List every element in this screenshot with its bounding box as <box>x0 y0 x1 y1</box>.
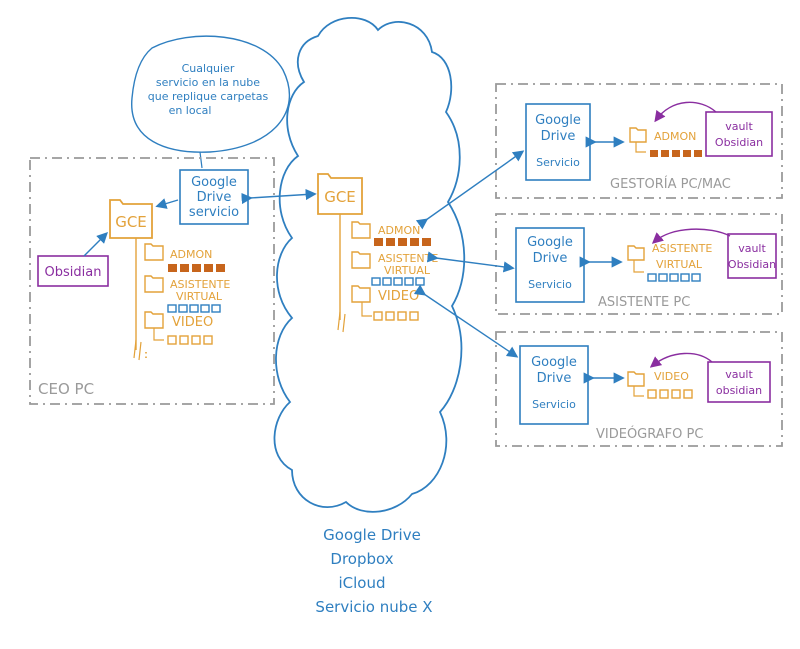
asistente-service-line-1: Google <box>527 235 573 250</box>
asistente-pc-label: ASISTENTE PC <box>598 295 690 310</box>
asistente-vault-box <box>727 233 777 279</box>
cloud-caption-1: Google Drive <box>323 526 421 544</box>
asistente-service-line-3: Servicio <box>528 278 572 291</box>
cloud-gce-folder-icon <box>317 173 363 215</box>
gestoria-vault-line-1: vault <box>725 120 753 133</box>
gestoria-service-line-1: Google <box>535 113 581 128</box>
asistente-folder-label: ASISTENTE <box>652 242 712 255</box>
gestoria-service-line-2: Drive <box>541 129 576 144</box>
ceo-obsidian-label: Obsidian <box>45 265 102 280</box>
ceo-admon-files <box>168 264 225 272</box>
ceo-pc-group: CEO PC Google Drive servicio GCE ADMON A… <box>29 157 275 405</box>
asistente-folder-icon <box>627 245 645 261</box>
ceo-service-arrow <box>155 198 179 209</box>
asistente-files <box>647 273 701 282</box>
cloud-asistente-folder-icon <box>351 251 371 269</box>
asistente-vault-line-2: Obsidian <box>728 258 776 271</box>
ceo-asistente-label: ASISTENTE <box>170 278 230 291</box>
bubble-line-1: Cualquier <box>182 62 235 75</box>
speech-bubble: Cualquier servicio en la nube que repliq… <box>131 35 291 169</box>
ceo-gce-folder-icon <box>109 199 153 239</box>
asistente-pc-group: ASISTENTE PC Google Drive Servicio ASIST… <box>495 213 783 315</box>
cloud-asistente-label: ASISTENTE <box>378 252 438 265</box>
videografo-vault-line-2: obsidian <box>716 384 762 397</box>
cloud-gestoria-sync-arrow <box>415 150 525 230</box>
cloud-video-folder-icon <box>351 285 371 303</box>
cloud-caption-2: Dropbox <box>330 550 393 568</box>
ceo-obsidian-arrow <box>83 232 108 257</box>
videografo-vault-box <box>707 361 771 403</box>
cloud-videografo-sync-arrow <box>413 284 519 358</box>
gestoria-folder-label: ADMON <box>654 130 696 143</box>
ceo-asistente-folder-icon <box>144 275 164 293</box>
ceo-pc-label: CEO PC <box>38 380 94 398</box>
cloud-admon-files <box>374 238 431 246</box>
cloud-virtual-label: VIRTUAL <box>384 264 431 277</box>
ceo-service-line-2: Drive <box>197 190 232 205</box>
videografo-pc-label: VIDEÓGRAFO PC <box>596 426 703 442</box>
gestoria-pc-label: GESTORÍA PC/MAC <box>610 176 731 192</box>
videografo-pc-group: VIDEÓGRAFO PC Google Drive Servicio VIDE… <box>495 331 783 447</box>
ceo-gce-label: GCE <box>115 213 147 231</box>
videografo-files <box>647 389 693 399</box>
videografo-folder-icon <box>627 371 645 387</box>
bubble-line-4: en local <box>169 104 212 117</box>
asistente-service-line-2: Drive <box>533 251 568 266</box>
ceo-video-folder-icon <box>144 311 164 329</box>
videografo-service-line-1: Google <box>531 355 577 370</box>
gestoria-vault-box <box>705 111 773 157</box>
gestoria-folder-icon <box>629 127 647 143</box>
gestoria-service-line-3: Servicio <box>536 156 580 169</box>
ceo-admon-folder-icon <box>144 243 164 261</box>
cloud-asistente-files <box>371 277 425 286</box>
cloud-asistente-sync-arrow <box>426 251 515 273</box>
ceo-service-line-1: Google <box>191 175 237 190</box>
cloud-outline <box>273 17 466 513</box>
cloud-video-files <box>373 311 419 321</box>
videografo-service-line-3: Servicio <box>532 398 576 411</box>
ceo-obsidian-box <box>37 255 109 287</box>
cloud-group: GCE ADMON ASISTENTE VIRTUAL VIDEO <box>273 17 466 616</box>
gestoria-pc-group: GESTORÍA PC/MAC Google Drive Servicio AD… <box>495 83 783 199</box>
videografo-folder-label: VIDEO <box>654 370 689 383</box>
videografo-service-line-2: Drive <box>537 371 572 386</box>
ceo-video-files <box>167 335 213 345</box>
videografo-drive-service-box <box>519 345 589 425</box>
cloud-admon-folder-icon <box>351 221 371 239</box>
ceo-cloud-sync-arrow <box>241 188 317 205</box>
ceo-admon-label: ADMON <box>170 248 212 261</box>
asistente-folder-label-2: VIRTUAL <box>656 258 703 271</box>
ceo-virtual-label: VIRTUAL <box>176 290 223 303</box>
asistente-vault-line-1: vault <box>738 242 766 255</box>
ceo-video-label: VIDEO <box>172 315 213 330</box>
gestoria-vault-line-2: Obsidian <box>715 136 763 149</box>
cloud-admon-label: ADMON <box>378 224 420 237</box>
cloud-caption-3: iCloud <box>338 574 385 592</box>
ceo-service-line-3: servicio <box>189 205 239 220</box>
cloud-caption-4: Servicio nube X <box>315 598 432 616</box>
bubble-line-2: servicio en la nube <box>156 76 260 89</box>
bubble-line-3: que replique carpetas <box>148 90 269 103</box>
cloud-video-label: VIDEO <box>378 289 419 304</box>
cloud-gce-label: GCE <box>324 188 356 206</box>
videografo-vault-line-1: vault <box>725 368 753 381</box>
ceo-asistente-files <box>167 304 221 313</box>
gestoria-files <box>650 150 702 157</box>
